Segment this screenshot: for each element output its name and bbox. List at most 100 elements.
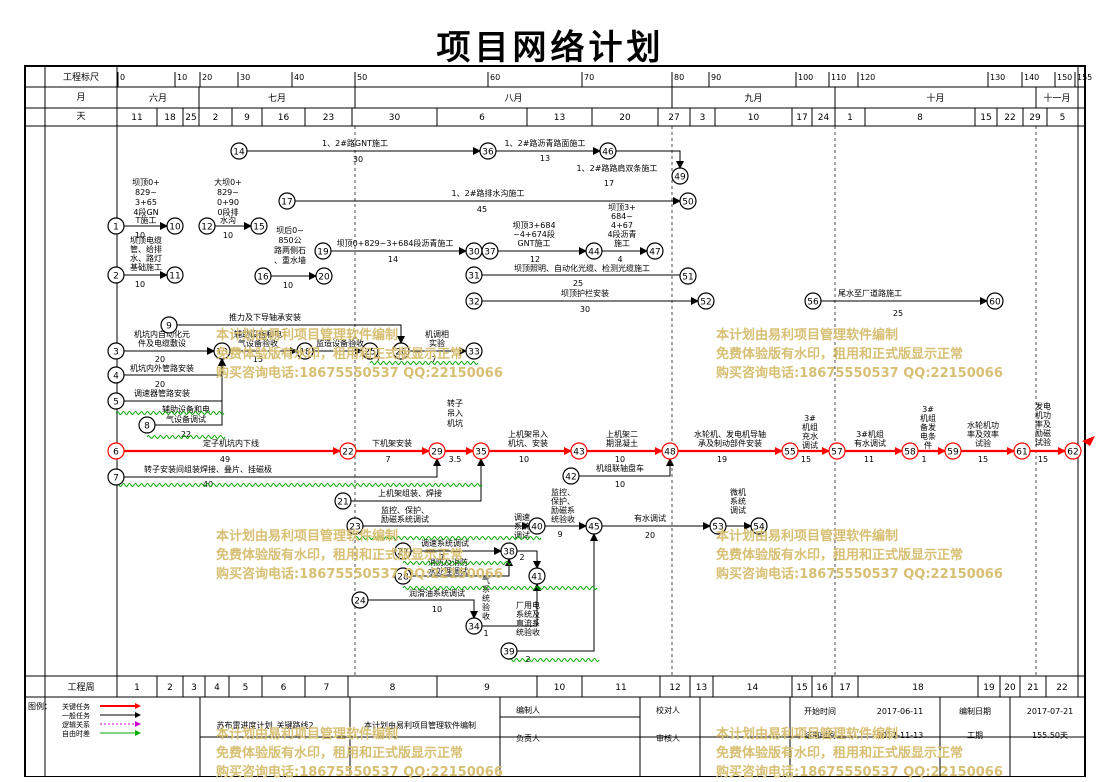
activity-label: 机坑、安装: [508, 438, 548, 448]
footer-editor-label: 编制人: [516, 705, 540, 715]
activity-label: 推力及下导轴承安装: [229, 312, 301, 322]
activity-label: 率及: [1035, 419, 1051, 429]
event-node-number: 20: [318, 273, 330, 283]
scale-row-label: 工程标尺: [63, 71, 99, 83]
activity-label: 收: [482, 611, 490, 621]
event-node: [166, 266, 184, 284]
month-label: 十月: [926, 92, 944, 104]
activity-arrow-21-35: [351, 458, 485, 502]
activity-duration: 7: [385, 455, 390, 464]
scale-tick-label: 10: [177, 73, 187, 82]
day-label: 18: [164, 113, 176, 123]
activity-label: 转子: [447, 398, 463, 408]
activity-duration: 20: [155, 355, 165, 364]
legend-arrow-icon: [135, 730, 141, 736]
event-node: [528, 567, 546, 585]
activity-label: 励磁系统调试: [381, 514, 429, 524]
activity-label: 辅助设备和电: [234, 329, 282, 339]
activity-arrow-42-48: [579, 458, 674, 477]
activity-duration: 7: [431, 355, 436, 364]
activity-label: 850公: [278, 236, 301, 245]
event-node: [500, 542, 518, 560]
activity-duration: 7: [439, 553, 444, 562]
footer-checker-label: 校对人: [656, 705, 680, 715]
free-float-line: [115, 483, 483, 487]
event-node-number: 28: [397, 573, 409, 583]
activity-label: 机功: [1035, 410, 1051, 420]
watermark-4: 本计划由易利项目管理软件编制免费体验版有水印，租用和正式版显示正常购买咨询电话:…: [716, 529, 1003, 582]
event-node-number: 14: [233, 148, 245, 158]
activity-arrow-38-41: [517, 550, 541, 569]
activity-label: 1、2#路沥青路面施工: [505, 138, 586, 148]
activity-label: 统: [482, 593, 490, 603]
week-label: 20: [1004, 683, 1016, 693]
activity-label: 气设备调试: [166, 414, 206, 424]
activity-label: 统验收: [516, 627, 540, 637]
activity-label: 件: [924, 440, 932, 450]
activity-label: 验: [482, 602, 490, 612]
event-node-number: 51: [682, 273, 693, 283]
activity-duration: 1: [921, 455, 926, 464]
event-node-number: 22: [342, 448, 353, 458]
day-label: 20: [619, 113, 631, 123]
event-node: [585, 242, 603, 260]
legend-item-label: 逻辑关系: [62, 720, 90, 729]
activity-label: 1、2#路路肩双条施工: [577, 163, 658, 173]
activity-duration: 1: [483, 629, 488, 638]
event-node: [351, 591, 369, 609]
activity-label: 试验: [975, 438, 991, 448]
event-node: [481, 242, 499, 260]
activity-label: 坝后0~: [276, 225, 304, 235]
event-node: [394, 542, 412, 560]
activity-label: 转子安装间组装焊接、叠片、挂磁极: [144, 464, 272, 474]
footer-responsible-label: 负责人: [516, 733, 540, 743]
legend-title: 图例：: [28, 701, 52, 711]
event-node: [428, 442, 446, 460]
day-label: 23: [323, 113, 334, 123]
activity-label: 1、2#路排水沟施工: [452, 188, 525, 198]
activity-duration: 9: [557, 530, 562, 539]
day-label: 6: [479, 113, 485, 123]
activity-label: 实验: [429, 338, 445, 348]
scale-tick-label: 130: [990, 73, 1005, 82]
activity-label: 气设备验收: [238, 338, 278, 348]
activity-label: 829~: [217, 188, 239, 197]
event-node-number: 3: [113, 348, 119, 358]
activity-label: 路两侧石: [274, 245, 306, 255]
week-label: 16: [816, 683, 828, 693]
event-node: [346, 517, 364, 535]
day-label: 30: [389, 113, 401, 123]
event-node-number: 54: [753, 523, 765, 533]
activity-label: 施工: [614, 238, 630, 248]
event-node-number: 17: [281, 198, 292, 208]
month-label: 十一月: [1043, 92, 1070, 104]
event-node: [697, 292, 715, 310]
event-node-number: 62: [1067, 448, 1078, 458]
event-node-number: 24: [354, 597, 366, 607]
activity-label: 吊入: [447, 409, 463, 418]
week-label: 19: [983, 683, 995, 693]
event-node-number: 61: [1016, 448, 1027, 458]
activity-label: GNT施工: [517, 238, 550, 248]
activity-label: 电条: [920, 431, 936, 441]
day-label: 8: [917, 113, 923, 123]
month-row-label: 月: [76, 92, 85, 103]
activity-arrow-34-41: [482, 583, 541, 627]
watermark-2: 本计划由易利项目管理软件编制免费体验版有水印，租用和正式版显示正常购买咨询电话:…: [716, 328, 1003, 381]
footer-date-label: 编制日期: [959, 706, 991, 716]
event-node-number: 30: [468, 248, 480, 258]
event-node: [160, 316, 178, 334]
activity-label: 坝顶3+: [608, 203, 636, 212]
day-label: 24: [818, 113, 830, 123]
event-node-number: 45: [588, 523, 599, 533]
legend-arrow-icon: [135, 721, 141, 727]
activity-duration: 10: [615, 480, 625, 489]
week-label: 18: [912, 683, 924, 693]
day-label: 1: [847, 113, 853, 123]
activity-label: 尾水至厂道路施工: [838, 288, 902, 298]
month-label: 八月: [504, 93, 522, 104]
activity-label: 辅助设备和电: [162, 404, 210, 414]
activity-duration: 49: [220, 455, 230, 464]
activity-duration: 10: [135, 280, 145, 289]
activity-label: 3#: [922, 405, 934, 414]
